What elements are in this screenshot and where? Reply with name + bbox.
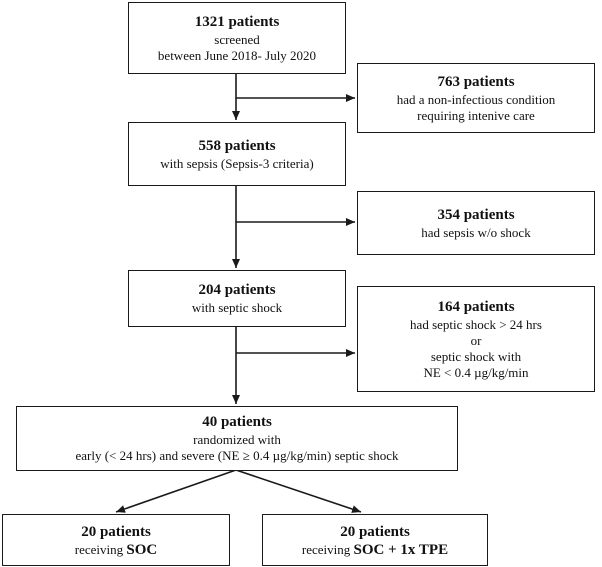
connector-to-soc: [115, 469, 237, 513]
arm-prefix: receiving: [74, 541, 124, 557]
box-title: 20 patients: [340, 523, 410, 540]
box-excluded-shock: 164 patients had septic shock > 24 hrs o…: [357, 286, 595, 392]
arm-label: SOC + 1x TPE: [353, 541, 449, 558]
box-arm-soc-tpe: 20 patients receiving SOC + 1x TPE: [262, 514, 488, 566]
box-title: 354 patients: [437, 206, 515, 223]
box-title: 558 patients: [198, 137, 276, 154]
box-line: randomized with: [193, 432, 281, 447]
box-line: early (< 24 hrs) and severe (NE ≥ 0.4 µg…: [75, 448, 399, 463]
box-title: 204 patients: [198, 282, 276, 298]
box-screened: 1321 patients screened between June 2018…: [128, 2, 346, 74]
box-line: between June 2018- July 2020: [157, 47, 317, 63]
box-line: requiring intenive care: [417, 107, 535, 123]
box-line: screened: [214, 31, 260, 47]
arm-prefix: receiving: [301, 541, 351, 557]
box-line: receiving SOC: [75, 542, 157, 558]
box-title: 763 patients: [437, 73, 515, 90]
box-line: septic shock with: [430, 348, 522, 364]
box-line: had sepsis w/o shock: [421, 224, 531, 240]
box-line: NE < 0.4 µg/kg/min: [423, 364, 529, 380]
box-line: had a non-infectious condition: [396, 91, 556, 107]
box-sepsis: 558 patients with sepsis (Sepsis-3 crite…: [128, 122, 346, 186]
box-line: with septic shock: [191, 300, 283, 315]
box-noninfectious: 763 patients had a non-infectious condit…: [357, 63, 595, 133]
box-title: 164 patients: [437, 298, 515, 315]
box-arm-soc: 20 patients receiving SOC: [2, 514, 230, 566]
box-septic-shock: 204 patients with septic shock: [128, 270, 346, 327]
box-title: 1321 patients: [194, 13, 280, 30]
box-title: 20 patients: [81, 523, 151, 540]
box-line: with sepsis (Sepsis-3 criteria): [160, 155, 314, 171]
arm-label: SOC: [126, 541, 158, 558]
box-line: had septic shock > 24 hrs: [410, 316, 542, 332]
box-title: 40 patients: [202, 414, 272, 430]
box-line: or: [470, 332, 482, 348]
box-line: receiving SOC + 1x TPE: [302, 542, 448, 558]
box-sepsis-no-shock: 354 patients had sepsis w/o shock: [357, 191, 595, 255]
box-randomized: 40 patients randomized with early (< 24 …: [16, 406, 458, 471]
connector-to-soc-tpe: [235, 469, 362, 513]
